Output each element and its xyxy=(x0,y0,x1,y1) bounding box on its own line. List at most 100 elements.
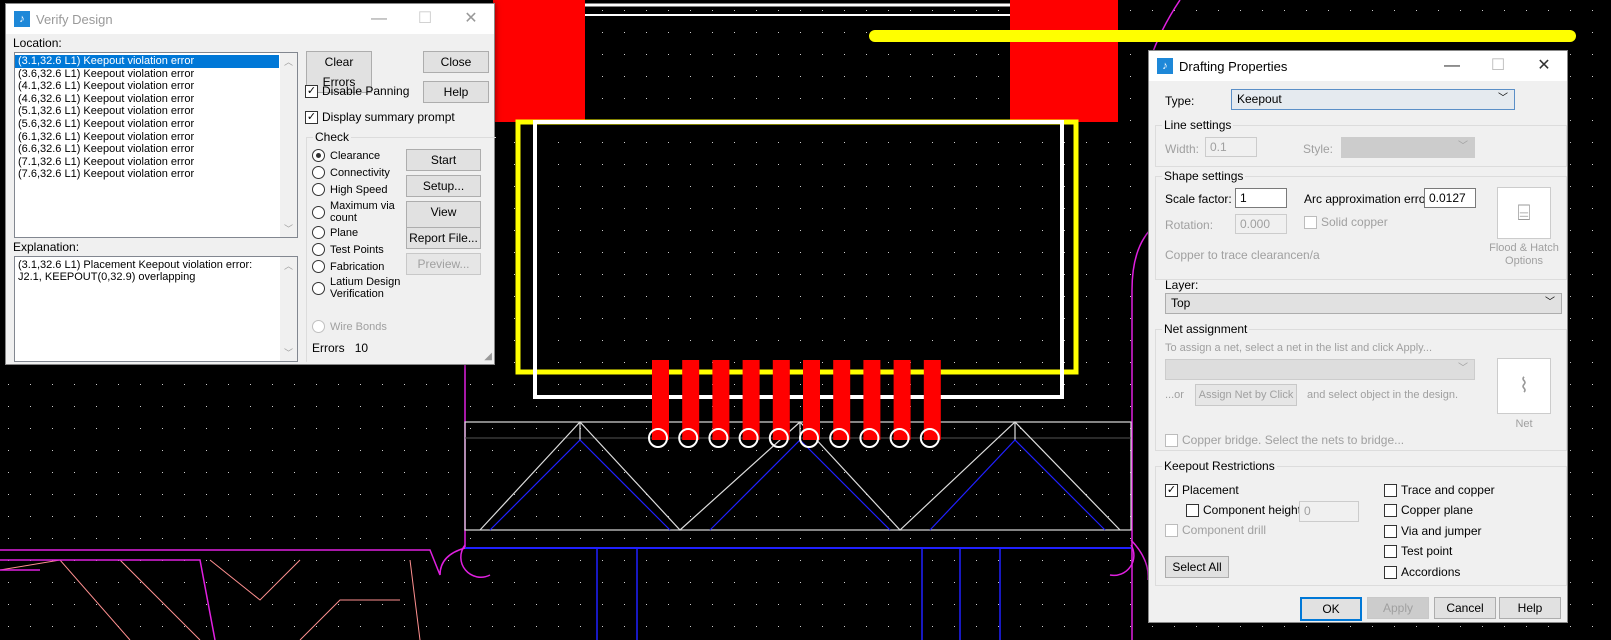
radio-icon xyxy=(312,320,325,333)
net-assignment-label: Net assignment xyxy=(1162,322,1250,336)
check-radio-connectivity[interactable]: Connectivity xyxy=(312,166,402,179)
layer-select[interactable]: Top﹀ xyxy=(1165,293,1562,314)
connector-pin xyxy=(712,360,730,440)
accordions-checkbox[interactable]: Accordions xyxy=(1384,565,1461,580)
setup-button[interactable]: Setup... xyxy=(406,175,481,197)
checkbox-icon xyxy=(1384,504,1397,518)
pink-lines xyxy=(0,559,421,640)
component-height-field: 0 xyxy=(1299,501,1359,522)
chevron-down-icon: ﹀ xyxy=(1498,93,1508,104)
scrollbar[interactable]: ︿﹀ xyxy=(280,53,297,237)
resize-grip-icon[interactable]: ◢ xyxy=(484,351,492,362)
location-item[interactable]: (7.1,32.6 L1) Keepout violation error xyxy=(18,155,195,168)
net-assignment-group: Net assignment xyxy=(1155,322,1567,451)
component-drill-label: Component drill xyxy=(1182,523,1267,537)
location-label: Location: xyxy=(13,36,62,50)
style-label: Style: xyxy=(1303,142,1334,156)
location-item[interactable]: (5.6,32.6 L1) Keepout violation error xyxy=(18,117,195,130)
minimize-icon[interactable]: — xyxy=(1444,57,1460,74)
width-field: 0.1 xyxy=(1205,137,1257,157)
location-item[interactable]: (4.1,32.6 L1) Keepout violation error xyxy=(18,80,195,93)
check-radio-high-speed[interactable]: High Speed xyxy=(312,183,402,196)
type-label: Type: xyxy=(1165,94,1195,108)
check-radio-clearance[interactable]: Clearance xyxy=(312,149,402,162)
location-item[interactable]: (3.6,32.6 L1) Keepout violation error xyxy=(18,67,195,80)
placement-label: Placement xyxy=(1182,483,1239,497)
report-file-button[interactable]: Report File... xyxy=(406,227,481,249)
check-radio-maximum-via-count[interactable]: Maximum via count xyxy=(312,200,402,224)
connector-pin xyxy=(833,360,851,440)
net-select: ﹀ xyxy=(1165,359,1475,380)
location-item[interactable]: (6.1,32.6 L1) Keepout violation error xyxy=(18,130,195,143)
location-list[interactable]: (3.1,32.6 L1) Keepout violation error(3.… xyxy=(14,52,298,238)
pin-drill xyxy=(799,428,819,448)
display-summary-checkbox[interactable]: ✓Display summary prompt xyxy=(305,110,455,125)
line-settings-group: Line settings xyxy=(1155,118,1567,167)
layer-value: Top xyxy=(1171,296,1191,310)
close-icon[interactable]: ✕ xyxy=(464,10,478,27)
radio-icon xyxy=(312,243,325,256)
title-bar[interactable]: ♪ Drafting Properties — ☐ ✕ xyxy=(1149,51,1567,81)
arc-error-field[interactable]: 0.0127 xyxy=(1424,188,1476,208)
check-group-label: Check xyxy=(313,130,352,144)
component-height-checkbox[interactable]: Component height xyxy=(1186,503,1301,518)
start-button[interactable]: Start xyxy=(406,149,481,171)
location-item[interactable]: (5.1,32.6 L1) Keepout violation error xyxy=(18,105,195,118)
minimize-icon[interactable]: — xyxy=(371,10,387,27)
placement-checkbox[interactable]: ✓Placement xyxy=(1165,483,1239,498)
maximize-icon[interactable]: ☐ xyxy=(1490,57,1506,74)
copper-plane-checkbox[interactable]: Copper plane xyxy=(1384,503,1473,518)
or-label: ...or xyxy=(1165,389,1184,401)
radio-label: Clearance xyxy=(330,149,381,162)
location-item[interactable]: (6.6,32.6 L1) Keepout violation error xyxy=(18,143,195,156)
line-settings-label: Line settings xyxy=(1162,118,1234,132)
via-jumper-checkbox[interactable]: Via and jumper xyxy=(1384,524,1482,539)
select-all-button[interactable]: Select All xyxy=(1165,556,1229,578)
apply-button: Apply xyxy=(1367,597,1429,619)
net-icon: ⌇ xyxy=(1519,375,1529,397)
disable-panning-checkbox[interactable]: ✓Disable Panning xyxy=(305,84,409,99)
check-radio-test-points[interactable]: Test Points xyxy=(312,243,402,256)
connector-pin xyxy=(863,360,881,440)
close-button[interactable]: Close xyxy=(423,51,489,73)
checkbox-icon xyxy=(1165,524,1178,538)
solid-copper-checkbox: Solid copper xyxy=(1304,215,1388,230)
errors-label: Errors xyxy=(312,341,345,355)
check-radio-latium-design-verification[interactable]: Latium Design Verification xyxy=(312,276,402,300)
scale-factor-field[interactable]: 1 xyxy=(1235,188,1287,208)
app-icon: ♪ xyxy=(14,11,30,27)
check-radio-plane[interactable]: Plane xyxy=(312,226,402,239)
type-select[interactable]: Keepout ﹀ xyxy=(1231,89,1515,110)
ok-button[interactable]: OK xyxy=(1300,597,1362,621)
red-pad-right xyxy=(1010,0,1118,122)
accordions-label: Accordions xyxy=(1401,565,1461,579)
title-bar[interactable]: ♪ Verify Design — ☐ ✕ xyxy=(6,4,494,34)
cancel-button[interactable]: Cancel xyxy=(1434,597,1496,619)
scrollbar[interactable]: ︿﹀ xyxy=(280,257,297,361)
style-select: ﹀ xyxy=(1341,137,1475,158)
trace-copper-checkbox[interactable]: Trace and copper xyxy=(1384,483,1495,498)
location-item[interactable]: (4.6,32.6 L1) Keepout violation error xyxy=(18,92,195,105)
checkbox-icon xyxy=(1384,484,1397,498)
close-icon[interactable]: ✕ xyxy=(1537,57,1551,74)
flood-hatch-text: Flood & Hatch xyxy=(1489,242,1559,254)
clearance-label: Copper to trace clearance: xyxy=(1165,248,1307,262)
location-item[interactable]: (3.1,32.6 L1) Keepout violation error xyxy=(15,55,279,68)
app-icon: ♪ xyxy=(1157,58,1173,74)
maximize-icon[interactable]: ☐ xyxy=(417,10,433,27)
chevron-down-icon: ﹀ xyxy=(1458,141,1468,152)
test-point-checkbox[interactable]: Test point xyxy=(1384,544,1452,559)
assign-hint: and select object in the design. xyxy=(1307,389,1459,401)
explanation-box[interactable]: (3.1,32.6 L1) Placement Keepout violatio… xyxy=(14,256,298,362)
yellow-outline xyxy=(515,119,1079,375)
pin-drill xyxy=(648,428,668,448)
location-item[interactable]: (7.6,32.6 L1) Keepout violation error xyxy=(18,168,195,181)
help-button[interactable]: Help xyxy=(1499,597,1561,619)
check-radio-fabrication[interactable]: Fabrication xyxy=(312,260,402,273)
help-button[interactable]: Help xyxy=(423,81,489,103)
type-value: Keepout xyxy=(1237,92,1282,106)
checkbox-icon xyxy=(1304,216,1317,230)
checkbox-icon xyxy=(1165,434,1178,448)
radio-icon xyxy=(312,260,325,273)
